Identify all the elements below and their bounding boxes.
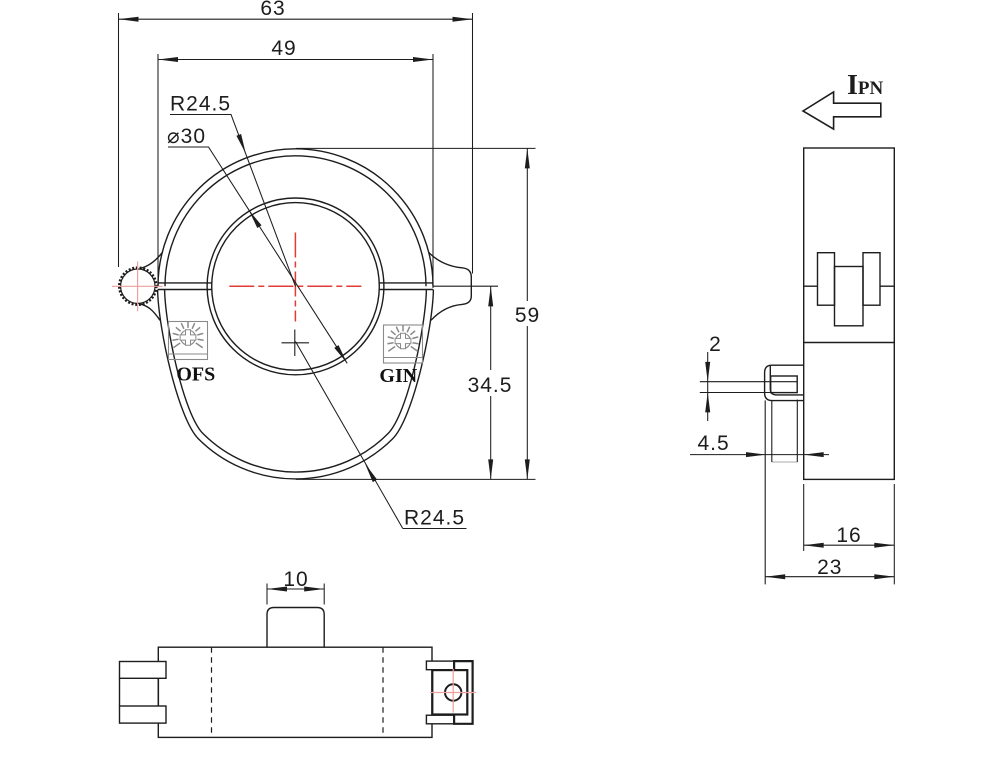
svg-text:10: 10 (283, 568, 308, 591)
svg-text:⌀30: ⌀30 (167, 125, 206, 148)
svg-text:59: 59 (515, 304, 540, 327)
svg-text:2: 2 (709, 333, 722, 356)
svg-text:R24.5: R24.5 (404, 507, 465, 530)
svg-text:23: 23 (817, 556, 842, 579)
svg-text:GIN: GIN (379, 365, 417, 387)
svg-text:4.5: 4.5 (697, 432, 729, 455)
svg-text:OFS: OFS (176, 364, 215, 386)
svg-text:49: 49 (271, 37, 296, 60)
svg-text:IPN: IPN (847, 70, 884, 101)
svg-text:63: 63 (260, 0, 285, 20)
svg-text:16: 16 (836, 524, 861, 547)
svg-text:34.5: 34.5 (468, 374, 513, 397)
svg-text:R24.5: R24.5 (170, 93, 231, 116)
